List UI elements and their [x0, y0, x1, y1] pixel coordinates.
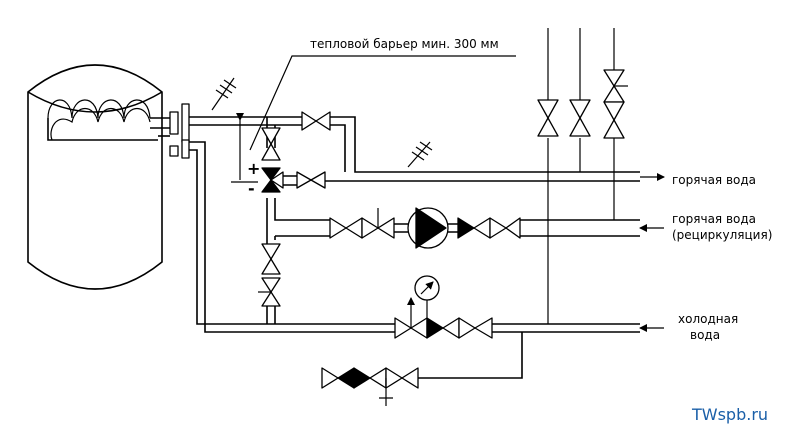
- pressure-gauge: [414, 275, 440, 318]
- recirc-label-line1: горячая вода: [672, 212, 756, 226]
- recirculation-outlet: горячая вода (рециркуляция): [639, 212, 772, 242]
- thermal-barrier-callout: тепловой барьер мин. 300 мм: [231, 37, 516, 183]
- valve-upper-horizontal: [301, 111, 331, 131]
- riser-valve-1: [537, 99, 559, 137]
- pipe-network: [189, 28, 640, 379]
- insulation-hatch-middle: [407, 141, 433, 168]
- recirc-valves-left: [329, 208, 395, 239]
- valve-lower-vertical-2: [258, 277, 281, 307]
- riser-valve-3: [603, 69, 628, 139]
- plus-sign: +: [247, 159, 260, 178]
- insulation-hatch-upper: [211, 77, 237, 111]
- cold-water-inlet: холодная вода: [639, 312, 738, 342]
- three-way-mixing-valve: + -: [247, 159, 284, 198]
- heat-exchanger-coil: [47, 99, 170, 141]
- minus-sign: -: [248, 179, 255, 198]
- valve-lower-vertical-1: [261, 243, 281, 275]
- watermark: TWspb.ru: [691, 405, 768, 424]
- drain-valve-group: [321, 367, 419, 406]
- hot-water-label: горячая вода: [672, 173, 756, 187]
- cold-water-valve-group: [394, 297, 493, 339]
- recirc-check-valves: [457, 217, 521, 239]
- cold-water-label-line1: холодная: [678, 312, 738, 326]
- cold-water-label-line2: вода: [690, 328, 720, 342]
- tank-flange-upper: [169, 103, 190, 143]
- tank-flange-lower: [169, 139, 190, 159]
- recirc-label-line2: (рециркуляция): [672, 228, 772, 242]
- valve-mixing-top: [261, 127, 281, 161]
- water-heater-tank: [27, 64, 163, 290]
- riser-valve-2: [569, 99, 591, 137]
- hot-water-outlet: горячая вода: [640, 173, 756, 187]
- valve-return-horizontal: [283, 171, 326, 189]
- circulation-pump: [394, 207, 458, 249]
- thermal-barrier-label: тепловой барьер мин. 300 мм: [310, 37, 499, 51]
